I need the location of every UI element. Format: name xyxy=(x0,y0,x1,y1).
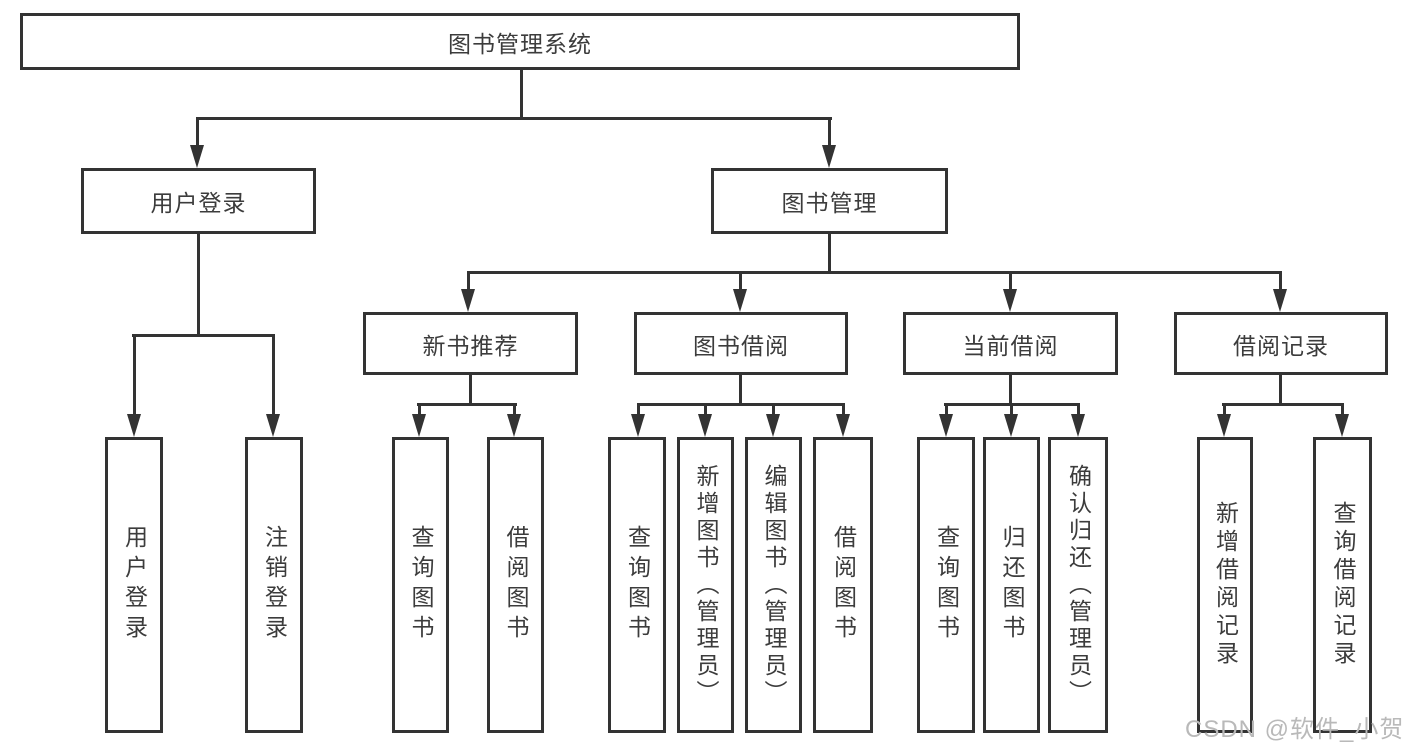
leaf-logout: 注销登录 xyxy=(245,437,303,733)
arrowhead xyxy=(266,414,280,437)
connector-line xyxy=(828,119,831,147)
leaf-borrowing-query-books: 查询图书 xyxy=(608,437,666,733)
connector-line xyxy=(197,232,200,336)
arrowhead xyxy=(127,414,141,437)
node-current-borrowing: 当前借阅 xyxy=(903,312,1118,375)
arrowhead xyxy=(412,414,426,437)
arrowhead xyxy=(631,414,645,437)
leaf-borrowing-borrow-books: 借阅图书 xyxy=(813,437,873,733)
connector-line xyxy=(842,405,845,416)
connector-line xyxy=(945,405,948,416)
leaf-query-borrow-record: 查询借阅记录 xyxy=(1313,437,1372,733)
node-borrow-records-label: 借阅记录 xyxy=(1233,332,1329,359)
node-book-management: 图书管理 xyxy=(711,168,948,234)
leaf-logout-label: 注销登录 xyxy=(261,525,288,645)
connector-line xyxy=(1279,373,1282,405)
connector-line xyxy=(132,334,275,337)
connector-line xyxy=(469,373,472,405)
leaf-newbook-borrow-books-label: 借阅图书 xyxy=(503,525,529,645)
arrowhead xyxy=(836,414,850,437)
connector-line xyxy=(739,373,742,405)
connector-line xyxy=(467,271,1282,274)
connector-line xyxy=(1341,405,1344,416)
node-library-system: 图书管理系统 xyxy=(20,13,1020,70)
arrowhead xyxy=(1217,414,1231,437)
node-user-login-label: 用户登录 xyxy=(150,190,247,216)
connector-line xyxy=(1010,405,1013,416)
leaf-user-login-label: 用户登录 xyxy=(121,525,148,645)
connector-line xyxy=(417,403,517,406)
connector-line xyxy=(739,273,742,291)
arrowhead xyxy=(1003,289,1017,312)
connector-line xyxy=(637,403,845,406)
leaf-add-book-admin: 新增图书（管理员） xyxy=(677,437,734,733)
connector-line xyxy=(196,117,832,120)
leaf-current-query-books: 查询图书 xyxy=(917,437,975,733)
leaf-current-query-books-label: 查询图书 xyxy=(933,525,960,645)
leaf-borrowing-borrow-books-label: 借阅图书 xyxy=(830,525,857,645)
node-user-login: 用户登录 xyxy=(81,168,316,234)
node-current-borrowing-label: 当前借阅 xyxy=(962,332,1059,359)
connector-line xyxy=(133,336,136,416)
leaf-edit-book-admin-label: 编辑图书（管理员） xyxy=(761,463,787,707)
leaf-newbook-borrow-books: 借阅图书 xyxy=(487,437,544,733)
connector-line xyxy=(272,336,275,416)
arrowhead xyxy=(1335,414,1349,437)
leaf-add-borrow-record-label: 新增借阅记录 xyxy=(1212,501,1239,669)
arrowhead xyxy=(939,414,953,437)
node-new-book-recommend-label: 新书推荐 xyxy=(422,332,519,359)
connector-line xyxy=(418,405,421,416)
connector-line xyxy=(520,69,523,119)
connector-line xyxy=(1077,405,1080,416)
connector-line xyxy=(772,405,775,416)
arrowhead xyxy=(822,145,836,168)
connector-line xyxy=(828,232,831,274)
arrowhead xyxy=(766,414,780,437)
leaf-add-borrow-record: 新增借阅记录 xyxy=(1197,437,1253,733)
connector-line xyxy=(944,403,1080,406)
arrowhead xyxy=(507,414,521,437)
connector-line xyxy=(1009,273,1012,291)
leaf-return-books: 归还图书 xyxy=(983,437,1040,733)
leaf-borrowing-query-books-label: 查询图书 xyxy=(624,525,651,645)
node-book-borrowing: 图书借阅 xyxy=(634,312,848,375)
connector-line xyxy=(637,405,640,416)
leaf-query-borrow-record-label: 查询借阅记录 xyxy=(1330,501,1356,669)
arrowhead xyxy=(698,414,712,437)
leaf-confirm-return-admin-label: 确认归还（管理员） xyxy=(1065,463,1092,707)
connector-line xyxy=(1009,373,1012,405)
leaf-add-book-admin-label: 新增图书（管理员） xyxy=(693,463,719,707)
leaf-newbook-query-books: 查询图书 xyxy=(392,437,449,733)
connector-line xyxy=(1223,405,1226,416)
arrowhead xyxy=(190,145,204,168)
connector-line xyxy=(196,119,199,147)
csdn-watermark: CSDN @软件_小贺同学 xyxy=(1185,716,1405,743)
connector-line xyxy=(1279,273,1282,291)
leaf-return-books-label: 归还图书 xyxy=(999,525,1025,645)
leaf-newbook-query-books-label: 查询图书 xyxy=(408,525,434,645)
connector-line xyxy=(513,405,516,416)
arrowhead xyxy=(1004,414,1018,437)
node-book-management-label: 图书管理 xyxy=(781,190,878,216)
node-library-system-label: 图书管理系统 xyxy=(448,30,592,57)
leaf-confirm-return-admin: 确认归还（管理员） xyxy=(1048,437,1108,733)
arrowhead xyxy=(461,289,475,312)
node-borrow-records: 借阅记录 xyxy=(1174,312,1388,375)
leaf-edit-book-admin: 编辑图书（管理员） xyxy=(745,437,802,733)
node-new-book-recommend: 新书推荐 xyxy=(363,312,578,375)
arrowhead xyxy=(1071,414,1085,437)
leaf-user-login: 用户登录 xyxy=(105,437,163,733)
arrowhead xyxy=(733,289,747,312)
arrowhead xyxy=(1273,289,1287,312)
node-book-borrowing-label: 图书借阅 xyxy=(693,332,789,359)
connector-line xyxy=(1222,403,1344,406)
connector-line xyxy=(704,405,707,416)
connector-line xyxy=(467,273,470,291)
